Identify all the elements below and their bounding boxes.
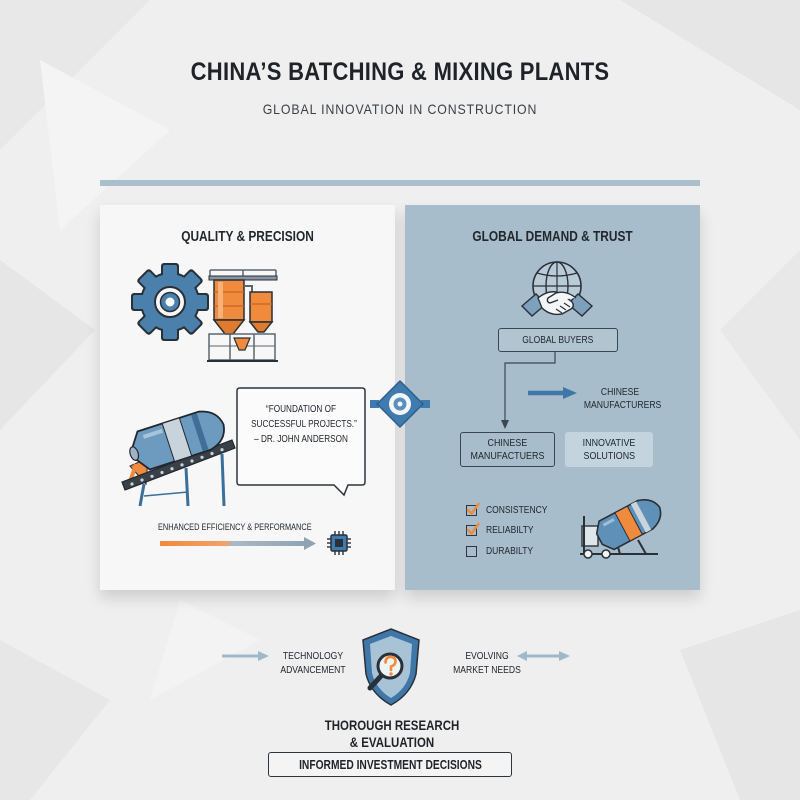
quote-line: SUCCESSFUL PROJECTS.” xyxy=(251,418,357,430)
research-heading: THOROUGH RESEARCH & EVALUATION xyxy=(310,717,474,751)
speech-bubble-icon xyxy=(236,387,366,497)
market-needs-label: EVOLVING MARKET NEEDS xyxy=(452,650,523,678)
box-line: MANUFACTUERS xyxy=(470,449,545,462)
checklist-item: DURABILTY xyxy=(466,544,541,558)
checkmark-icon xyxy=(466,522,480,535)
microchip-icon xyxy=(327,531,351,555)
global-buyers-label: GLOBAL BUYERS xyxy=(522,334,594,346)
link-node-icon xyxy=(370,380,430,428)
label-line: ADVANCEMENT xyxy=(280,665,346,676)
checkbox-empty-icon xyxy=(466,545,477,557)
double-arrow-icon xyxy=(517,651,570,661)
efficiency-progress-arrow xyxy=(160,537,316,550)
header-divider xyxy=(100,180,700,186)
quote-author: – DR. JOHN ANDERSON xyxy=(254,433,348,445)
checklist-label: RELIABILTY xyxy=(486,524,534,536)
box-line: CHINESE xyxy=(487,436,528,449)
quality-heading: QUALITY & PRECISION xyxy=(181,229,314,245)
page-subtitle: GLOBAL INNOVATION IN CONSTRUCTION xyxy=(262,101,538,117)
arrow-target-label: CHINESE MANUFACTURERS xyxy=(583,386,662,412)
checklist-label: DURABILTY xyxy=(486,545,534,557)
concrete-mixer-icon xyxy=(580,499,662,559)
arrow-target-line: CHINESE xyxy=(600,387,640,398)
shield-magnifier-icon xyxy=(362,628,420,706)
decision-box: INFORMED INVESTMENT DECISIONS xyxy=(268,752,512,777)
quality-checklist: CONSISTENCY RELIABILTY DURABILTY xyxy=(466,502,576,563)
arrow-target-line: MANUFACTURERS xyxy=(583,400,662,411)
technology-label: TECHNOLOGY ADVANCEMENT xyxy=(279,650,346,678)
box-line: SOLUTIONS xyxy=(583,449,635,462)
innovative-solutions-box: INNOVATIVE SOLUTIONS xyxy=(565,432,653,467)
research-line: & EVALUATION xyxy=(349,734,435,750)
gear-icon xyxy=(131,263,209,341)
checklist-label: CONSISTENCY xyxy=(486,504,548,516)
batching-plant-icon xyxy=(207,269,278,362)
quote-line: “FOUNDATION OF xyxy=(266,403,336,415)
chinese-manufacturers-box: CHINESE MANUFACTUERS xyxy=(460,432,555,467)
page-title: CHINA’S BATCHING & MIXING PLANTS xyxy=(190,58,610,86)
label-line: MARKET NEEDS xyxy=(453,665,521,676)
checkbox-checked-icon xyxy=(466,522,480,536)
mixer-conveyor-icon xyxy=(121,410,236,507)
demand-heading: GLOBAL DEMAND & TRUST xyxy=(472,229,633,245)
research-line: THOROUGH RESEARCH xyxy=(324,717,460,733)
checkmark-icon xyxy=(466,502,480,515)
efficiency-label: ENHANCED EFFICIENCY & PERFORMANCE xyxy=(158,522,312,532)
label-line: EVOLVING xyxy=(465,651,509,662)
quote-text: “FOUNDATION OF SUCCESSFUL PROJECTS.” – D… xyxy=(251,402,357,447)
checkbox-checked-icon xyxy=(466,502,480,516)
label-line: TECHNOLOGY xyxy=(282,651,344,662)
box-line: INNOVATIVE xyxy=(582,436,636,449)
flow-connectors xyxy=(501,352,577,429)
decision-label: INFORMED INVESTMENT DECISIONS xyxy=(298,757,482,772)
globe-handshake-icon xyxy=(520,261,594,317)
arrow-right-icon xyxy=(222,651,269,661)
global-buyers-box: GLOBAL BUYERS xyxy=(498,328,618,352)
checklist-item: RELIABILTY xyxy=(466,522,542,537)
checklist-item: CONSISTENCY xyxy=(466,502,558,517)
